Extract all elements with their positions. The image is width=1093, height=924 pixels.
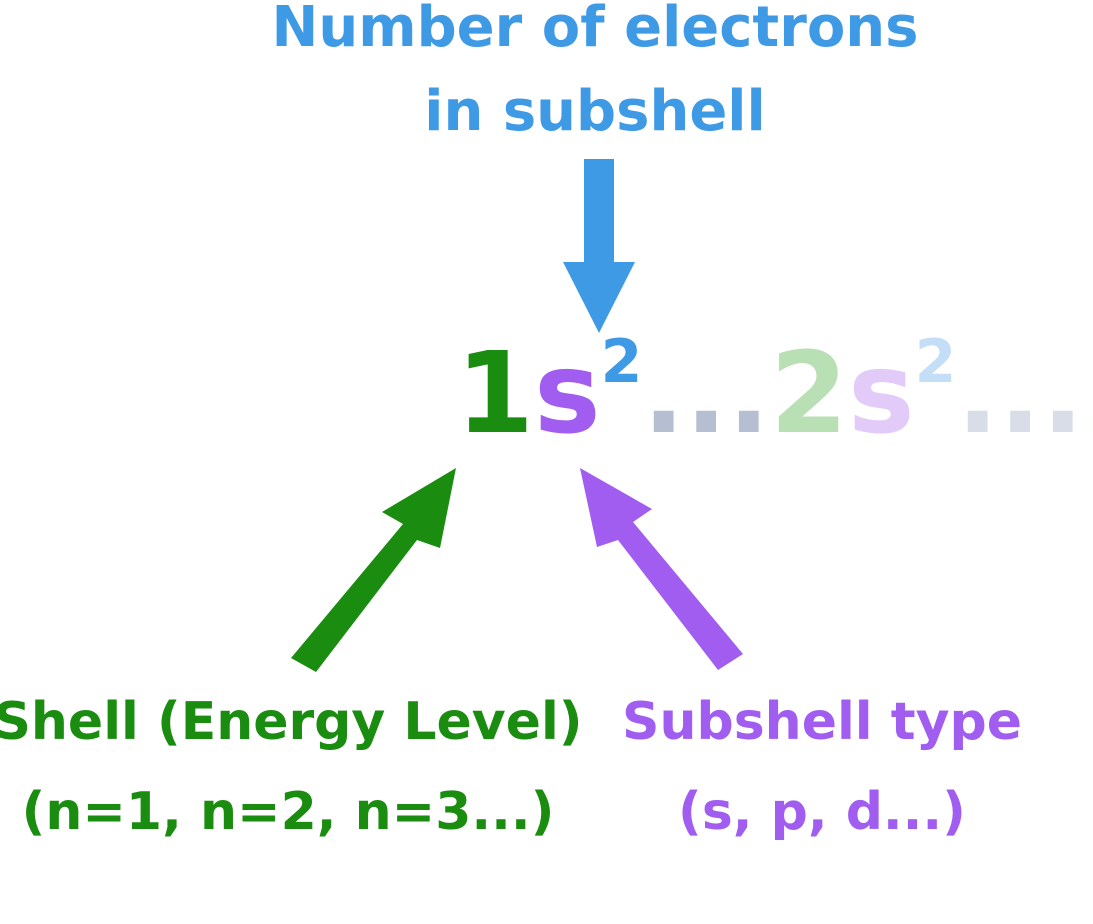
subshell-label-line-1: Subshell type [622,692,1022,752]
shell-number-1: 1 [456,329,534,459]
electrons-label-line-2: in subshell [424,79,766,144]
electron-count-1: 2 [600,327,643,397]
shell-label-line-1: Shell (Energy Level) [0,692,583,752]
electron-count-2: 2 [914,327,957,397]
continuation-dots-2: ... [956,329,1084,459]
shell-number-2: 2 [770,329,848,459]
electron-configuration-formula: 1s2...2s2...2p6... [456,329,1093,468]
subshell-letter-1: s [533,329,601,459]
continuation-dots-1: ... [642,329,770,459]
subshell-letter-2: s [847,329,915,459]
electrons-arrow [563,159,635,333]
shell-arrow [291,468,456,672]
shell-label-line-2: (n=1, n=2, n=3...) [21,782,555,842]
shell-number-3: 2 [1084,338,1093,450]
electrons-label-line-1: Number of electrons [271,0,919,60]
subshell-label-line-2: (s, p, d...) [678,782,966,842]
subshell-arrow [580,468,743,670]
